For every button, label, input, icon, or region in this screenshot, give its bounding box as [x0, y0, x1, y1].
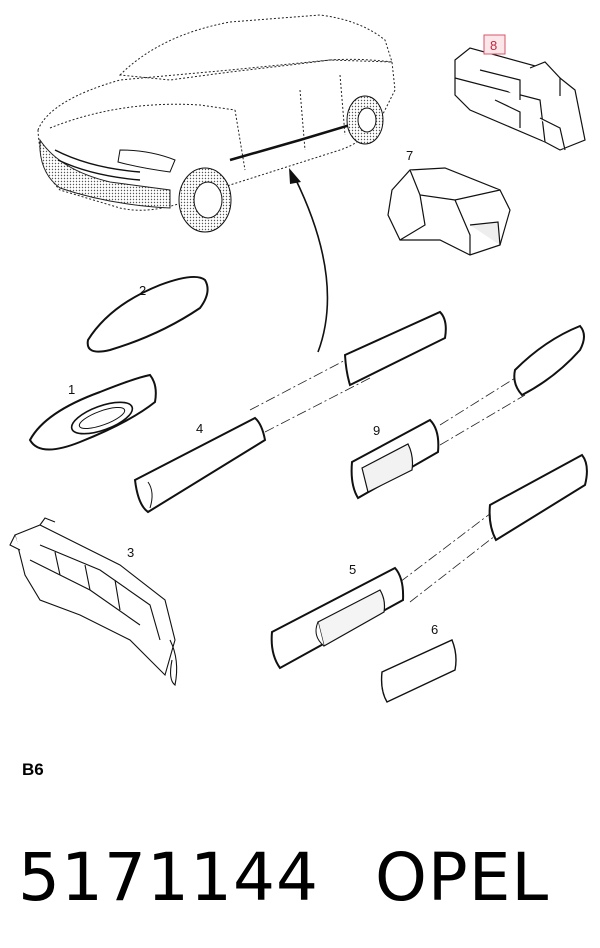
part-3-bracket — [9, 517, 178, 686]
callout-3: 3 — [127, 545, 134, 560]
part-1-moulding — [28, 373, 157, 451]
callout-2: 2 — [139, 283, 146, 298]
parts-diagram: 1 2 3 4 5 6 7 9 8 — [9, 14, 588, 703]
part-5-moulding — [270, 566, 405, 670]
footer: 5171144 OPEL — [18, 828, 598, 928]
part-2-moulding — [86, 275, 209, 353]
callout-6: 6 — [431, 622, 438, 637]
guide-lines — [249, 354, 526, 603]
callouts: 1 2 3 4 5 6 7 9 8 — [68, 34, 506, 637]
callout-8: 8 — [490, 38, 497, 53]
callout-1: 1 — [68, 382, 75, 397]
part-9-moulding — [350, 418, 440, 500]
brand-name: OPEL — [374, 839, 550, 916]
callout-9: 9 — [373, 423, 380, 438]
callout-7: 7 — [406, 148, 413, 163]
part-6-pad — [380, 639, 457, 703]
location-arrow — [289, 168, 329, 353]
part-8-clip — [454, 47, 586, 151]
callout-5: 5 — [349, 562, 356, 577]
part-number: 5171144 — [18, 839, 319, 916]
section-code: B6 — [22, 760, 44, 779]
part-lower-right-moulding — [488, 453, 588, 542]
car-illustration — [37, 14, 396, 233]
part-7-clip — [387, 167, 511, 256]
part-4-moulding — [133, 310, 447, 514]
part-upper-right-moulding — [513, 324, 585, 397]
callout-4: 4 — [196, 421, 203, 436]
callout-8-highlight: 8 — [483, 34, 506, 55]
